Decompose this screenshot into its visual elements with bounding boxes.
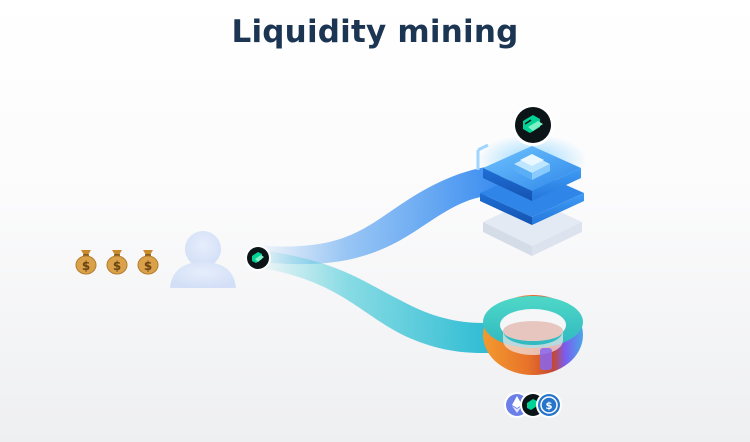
svg-text:$: $ bbox=[144, 259, 152, 273]
svg-text:$: $ bbox=[113, 259, 121, 273]
svg-text:$: $ bbox=[546, 401, 553, 412]
slide-title: Liquidity mining bbox=[231, 14, 519, 50]
liquidity-pool-ring-icon bbox=[483, 295, 583, 375]
pool-assets: $ bbox=[504, 392, 562, 418]
svg-text:$: $ bbox=[82, 259, 90, 273]
flow-to-pool bbox=[262, 250, 505, 354]
usdc-icon: $ bbox=[536, 392, 562, 418]
compound-badge-icon bbox=[512, 104, 554, 146]
compound-platform-icon bbox=[476, 134, 587, 256]
money-bag-icon: $ bbox=[75, 250, 97, 275]
money-bag-icon: $ bbox=[106, 250, 128, 275]
user-avatar-icon bbox=[170, 231, 236, 288]
compound-token-icon bbox=[245, 245, 271, 271]
money-bags: $ $ $ bbox=[75, 250, 159, 275]
flow-to-protocol bbox=[262, 165, 500, 265]
money-bag-icon: $ bbox=[137, 250, 159, 275]
